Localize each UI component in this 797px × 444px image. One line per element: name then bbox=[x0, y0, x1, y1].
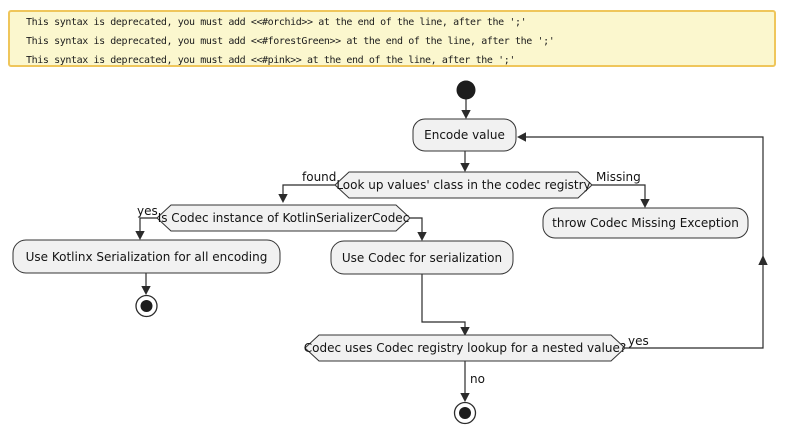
edge-label-yes-instance: yes bbox=[137, 204, 158, 218]
decision-hexagon bbox=[304, 334, 626, 362]
decision-lookup-class: Look up values' class in the codec regis… bbox=[334, 171, 593, 199]
edge-label-missing: Missing bbox=[596, 170, 641, 184]
activity-use-kotlinx: Use Kotlinx Serialization for all encodi… bbox=[12, 239, 281, 274]
arrowhead-down-icon bbox=[278, 194, 288, 203]
start-node bbox=[456, 80, 476, 100]
activity-box bbox=[330, 240, 514, 275]
decision-nested-lookup: Codec uses Codec registry lookup for a n… bbox=[304, 334, 626, 362]
activity-label: throw Codec Missing Exception bbox=[552, 216, 739, 230]
edge-label-no-nested: no bbox=[470, 372, 485, 386]
arrowhead-up-icon bbox=[758, 255, 768, 265]
activity-box bbox=[12, 239, 281, 274]
arrowhead-down-icon bbox=[460, 327, 470, 336]
decision-hexagon bbox=[334, 171, 593, 199]
edge-missing bbox=[592, 184, 646, 203]
activity-box bbox=[542, 207, 749, 239]
end-node-dot bbox=[459, 407, 471, 419]
end-node-final bbox=[453, 401, 477, 425]
decision-label: Look up values' class in the codec regis… bbox=[336, 178, 590, 192]
arrowhead-down-icon bbox=[461, 110, 471, 119]
arrowhead-down-icon bbox=[460, 393, 470, 402]
edge-found bbox=[282, 184, 335, 198]
arrowhead-down-icon bbox=[640, 199, 650, 208]
deprecation-warning-note: This syntax is deprecated, you must add … bbox=[8, 10, 776, 67]
edge-no-instance bbox=[410, 217, 423, 236]
activity-label: Use Codec for serialization bbox=[342, 251, 502, 265]
note-line: This syntax is deprecated, you must add … bbox=[26, 36, 555, 47]
edge-label-found: found bbox=[302, 170, 336, 184]
arrowhead-down-icon bbox=[141, 286, 151, 295]
activity-encode-value: Encode value bbox=[412, 118, 517, 152]
end-node-dot bbox=[140, 300, 153, 312]
activity-throw-missing-exception: throw Codec Missing Exception bbox=[542, 207, 749, 239]
edges bbox=[135, 99, 768, 402]
activity-label: Encode value bbox=[424, 128, 505, 142]
activity-box bbox=[412, 118, 517, 152]
decision-label: Codec uses Codec registry lookup for a n… bbox=[304, 341, 626, 355]
activity-label: Use Kotlinx Serialization for all encodi… bbox=[26, 250, 268, 264]
arrowhead-left-icon bbox=[517, 132, 526, 142]
edge-label-yes-nested: yes bbox=[628, 334, 649, 348]
arrowhead-down-icon bbox=[417, 232, 427, 241]
end-node-kotlinx bbox=[135, 294, 158, 318]
decision-is-codec-instance: Is Codec instance of KotlinSerializerCod… bbox=[156, 204, 411, 232]
edge-yes-instance bbox=[139, 217, 157, 235]
edge-codec-nested bbox=[421, 274, 466, 331]
edge-yes-loop bbox=[522, 136, 764, 349]
activity-use-codec: Use Codec for serialization bbox=[330, 240, 514, 275]
decision-label: Is Codec instance of KotlinSerializerCod… bbox=[158, 211, 410, 225]
decision-hexagon bbox=[156, 204, 411, 232]
arrowhead-down-icon bbox=[135, 231, 145, 240]
arrowhead-down-icon bbox=[460, 163, 470, 172]
note-line: This syntax is deprecated, you must add … bbox=[26, 55, 515, 66]
note-line: This syntax is deprecated, you must add … bbox=[26, 17, 527, 28]
